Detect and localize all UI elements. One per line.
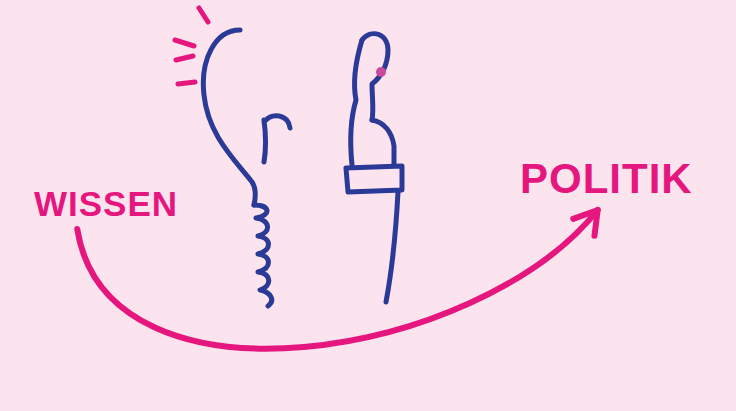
light-ray	[176, 56, 193, 60]
person-cheek	[376, 67, 386, 77]
light-ray	[199, 8, 208, 22]
bulb-socket	[254, 205, 272, 306]
bulb-outline	[203, 30, 255, 205]
bulb-drawing	[203, 30, 402, 306]
light-ray	[175, 40, 194, 46]
person-leg	[386, 192, 398, 302]
text-node: WISSEN	[34, 186, 178, 221]
filament	[264, 116, 290, 162]
arrow-line	[77, 210, 597, 349]
text-node: POLITIK	[520, 158, 693, 200]
person-back	[351, 40, 362, 165]
light-ray	[178, 82, 195, 84]
node-label: WISSEN	[34, 186, 178, 221]
person-seat	[346, 166, 402, 192]
node-label: POLITIK	[520, 158, 693, 200]
person-arm	[372, 120, 394, 164]
person-head	[362, 34, 388, 120]
arrow-head	[573, 210, 597, 236]
curved-arrow	[77, 210, 597, 349]
